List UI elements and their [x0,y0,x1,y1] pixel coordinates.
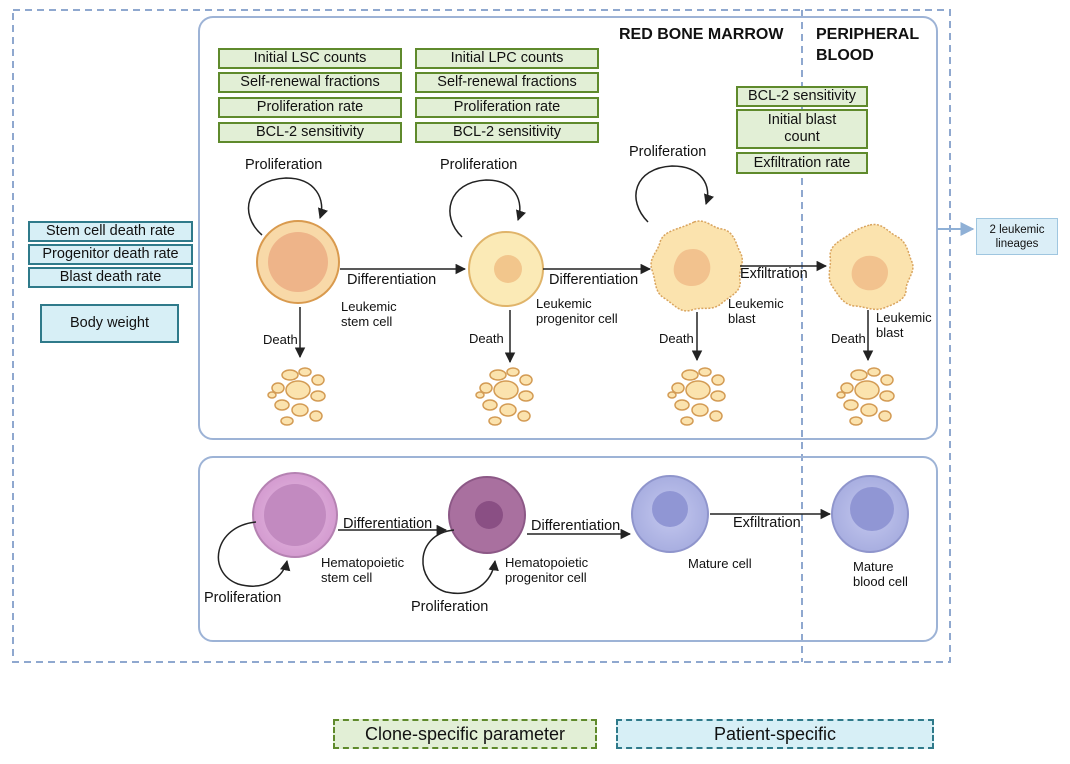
mature-blood-label-2: blood cell [853,574,908,589]
hematopoietic-stem-cell-nucleus [264,484,326,546]
healthy-compartment [198,456,938,642]
blast-initial-count: Initial blast count [736,109,868,149]
exfiltration-label-healthy: Exfiltration [733,515,801,531]
dead-cell-debris-lsc [267,367,326,426]
differentiation-label-hpc: Differentiation [531,518,621,534]
leukemic-progenitor-nucleus [494,255,522,283]
proliferation-loop-lpc [449,179,526,238]
mature-cell-nucleus [652,491,688,527]
proliferation-label-lsc: Proliferation [245,157,323,173]
proliferation-loop-lsc [247,177,328,236]
red-bone-marrow-title: RED BONE MARROW [619,26,784,43]
lpc-initial-counts: Initial LPC counts [415,48,599,69]
hpc-label-1: Hematopoietic [505,555,589,570]
blast-exfiltration-rate: Exfiltration rate [736,152,868,174]
blast-death-rate: Blast death rate [28,267,193,288]
mature-blood-cell-nucleus [850,487,894,531]
progenitor-death-rate: Progenitor death rate [28,244,193,265]
lpc-label-1: Leukemic [536,296,592,311]
lsc-self-renewal: Self-renewal fractions [218,72,402,93]
proliferation-label-lpc: Proliferation [440,157,518,173]
leukemic-stem-cell-nucleus [268,232,328,292]
differentiation-label-lsc: Differentiation [347,272,437,288]
lpc-proliferation-rate: Proliferation rate [415,97,599,118]
differentiation-label-hsc: Differentiation [343,516,433,532]
hematopoietic-progenitor-cell-nucleus [475,501,503,529]
mature-cell-label: Mature cell [688,556,752,571]
leukemic-blast-marrow [650,220,743,312]
death-label-lpc: Death [469,331,504,346]
model-dashed-frame [12,9,951,663]
lsc-label-1: Leukemic [341,299,397,314]
proliferation-label-hpc: Proliferation [411,599,489,615]
blast-initial-count-line1: Initial blast [767,112,837,128]
exfiltration-label-leukemic: Exfiltration [740,266,808,282]
death-label-blood: Death [831,331,866,346]
differentiation-label-lpc: Differentiation [549,272,639,288]
output-line2: lineages [995,237,1039,250]
dead-cell-debris-lpc [475,367,534,426]
lpc-label-2: progenitor cell [536,311,618,326]
stem-cell-death-rate: Stem cell death rate [28,221,193,242]
output-line1: 2 leukemic [989,223,1045,236]
blast-blood-label-1: Leukemic [876,310,932,325]
legend-patient-specific: Patient-specific [616,719,934,749]
death-label-blast: Death [659,331,694,346]
hsc-label-2: stem cell [321,570,373,585]
proliferation-loop-hpc [422,529,499,594]
death-label-lsc: Death [263,332,298,347]
lsc-label-2: stem cell [341,314,393,329]
leukemic-blast-blood [828,223,914,311]
legend-clone-specific: Clone-specific parameter [333,719,597,749]
blast-marrow-label-2: blast [728,311,756,326]
blast-initial-count-line2: count [784,129,820,145]
blast-marrow-label-1: Leukemic [728,296,784,311]
blast-blood-label-2: blast [876,325,904,340]
lpc-self-renewal: Self-renewal fractions [415,72,599,93]
hsc-label-1: Hematopoietic [321,555,405,570]
dead-cell-debris-blood [836,367,895,426]
lsc-bcl2-sensitivity: BCL-2 sensitivity [218,122,402,143]
mature-blood-label-1: Mature [853,559,894,574]
peripheral-blood-title-1: PERIPHERAL [816,26,920,43]
lsc-proliferation-rate: Proliferation rate [218,97,402,118]
leukemic-lineages-output: 2 leukemic lineages [976,218,1058,255]
lsc-initial-counts: Initial LSC counts [218,48,402,69]
proliferation-loop-hsc [217,521,291,587]
proliferation-label-blast: Proliferation [629,144,707,160]
body-weight: Body weight [40,304,179,343]
blast-bcl2-sensitivity: BCL-2 sensitivity [736,86,868,107]
proliferation-label-hsc: Proliferation [204,590,282,606]
dead-cell-debris-blast [667,367,726,426]
lpc-bcl2-sensitivity: BCL-2 sensitivity [415,122,599,143]
peripheral-blood-title-2: BLOOD [816,47,874,64]
hpc-label-2: progenitor cell [505,570,587,585]
proliferation-loop-blast [635,165,714,223]
